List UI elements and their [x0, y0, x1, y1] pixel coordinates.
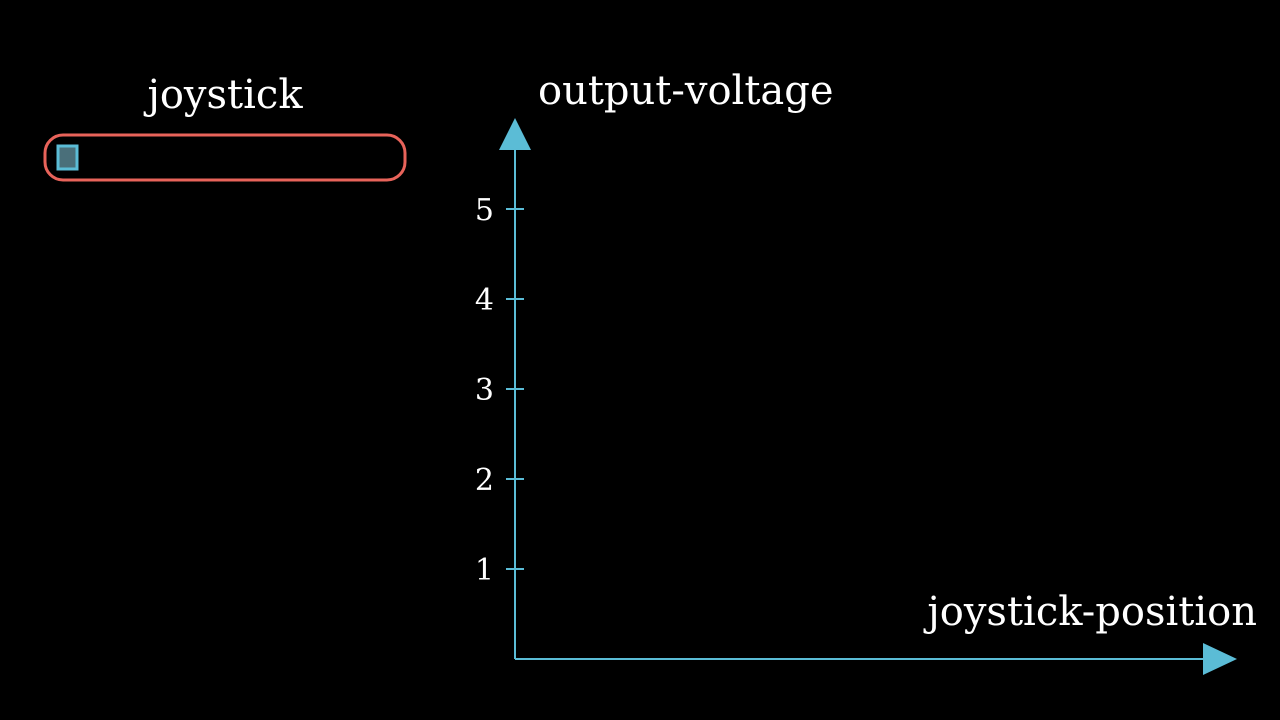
- y-ticks: 1 2 3 4 5: [475, 193, 524, 588]
- y-tick-label-3: 3: [475, 373, 494, 408]
- joystick-widget[interactable]: joystick: [43, 72, 407, 182]
- joystick-title: joystick: [143, 72, 303, 118]
- joystick-track[interactable]: [43, 133, 407, 182]
- y-tick-label-4: 4: [475, 283, 494, 318]
- y-tick-label-1: 1: [475, 553, 494, 588]
- y-tick-label-5: 5: [475, 193, 494, 228]
- y-axis-arrow: [499, 118, 531, 150]
- x-axis-label: joystick-position: [923, 589, 1257, 635]
- chart: output-voltage joystick-position 1 2 3 4 5: [475, 68, 1257, 675]
- y-axis-label: output-voltage: [538, 68, 834, 114]
- x-axis-arrow: [1203, 643, 1237, 675]
- joystick-knob[interactable]: [56, 144, 79, 171]
- y-tick-label-2: 2: [475, 463, 494, 498]
